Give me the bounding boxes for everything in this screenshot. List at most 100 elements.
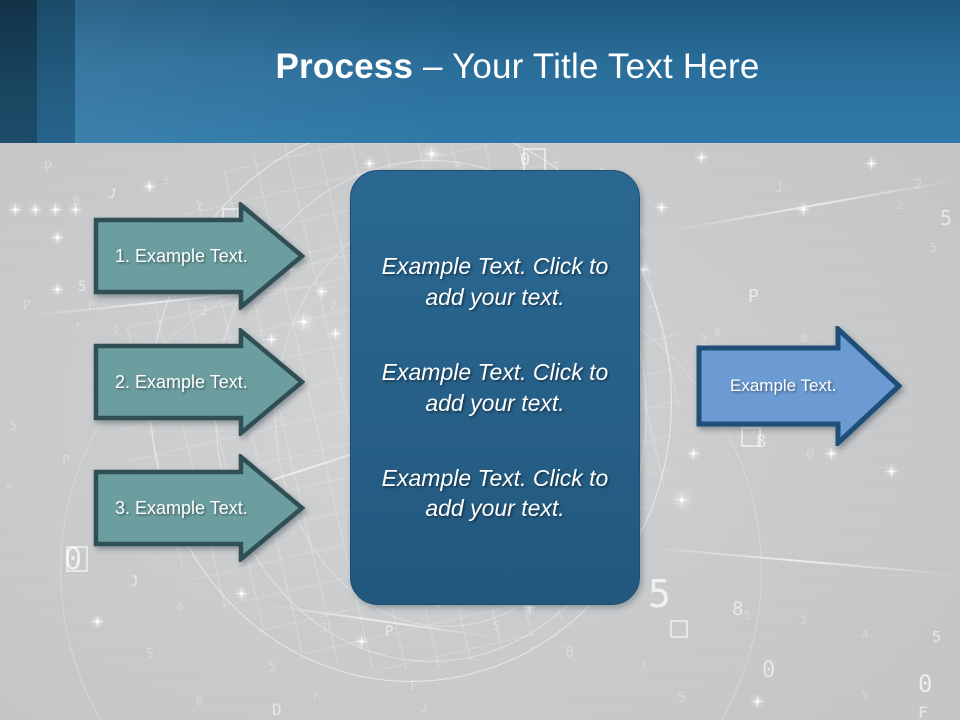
background-spark <box>883 463 900 480</box>
input-arrow-1-label: 1. Example Text. <box>115 245 248 266</box>
background-glyph: D <box>272 700 282 719</box>
background-glyph: J <box>420 701 428 715</box>
background-glyph: 5 <box>862 689 869 702</box>
background-glyph: a <box>176 599 184 613</box>
header-accent-band-mid <box>37 0 75 143</box>
arrow-right-shape-icon <box>93 328 305 436</box>
background-glyph: 8 <box>565 643 575 661</box>
background-glyph: 0 <box>806 447 815 463</box>
background-glyph: 0 <box>64 542 83 577</box>
background-spark <box>353 633 370 650</box>
background-spark <box>89 613 106 630</box>
center-box-paragraph-3: Example Text. Click to add your text. <box>381 464 609 522</box>
background-glyph: 5 <box>10 419 18 433</box>
background-spark <box>685 445 702 462</box>
arrow-right-shape-icon <box>93 202 305 310</box>
background-glyph: r <box>312 689 320 703</box>
slide-header: Process – Your Title Text Here <box>0 0 960 143</box>
background-spark <box>653 199 670 216</box>
background-glyph: 8 <box>756 432 767 452</box>
page-title-strong: Process <box>275 47 414 86</box>
background-spark <box>49 229 66 246</box>
background-glyph: 2 <box>200 304 208 319</box>
background-glyph: 0 <box>762 658 776 683</box>
background-glyph: 2 <box>113 324 120 337</box>
arrow-right-shape-icon <box>696 326 902 446</box>
background-glyph: 0 <box>520 150 531 170</box>
output-arrow-label: Example Text. <box>730 376 837 395</box>
center-box-paragraph-2: Example Text. Click to add your text. <box>381 359 609 416</box>
background-glyph: 5 <box>146 647 154 662</box>
background-glyph: P <box>62 454 70 469</box>
background-glyph: r <box>75 319 83 333</box>
background-glyph: 8 <box>732 598 744 620</box>
background-glyph: P <box>42 157 55 177</box>
background-spark <box>49 281 66 298</box>
background-spark <box>823 445 840 462</box>
background-glyph: 5 <box>940 206 953 230</box>
background-glyph: a <box>5 479 12 492</box>
header-accent-band-dark <box>0 0 37 143</box>
background-spark <box>521 599 538 616</box>
background-spark <box>863 155 880 172</box>
background-spark <box>27 201 44 218</box>
background-glyph: 0 <box>918 670 933 698</box>
background-glyph: J <box>130 574 139 590</box>
background-glyph: 5 <box>648 572 671 616</box>
background-glyph: 5 <box>744 609 751 622</box>
background-glyph: J <box>800 614 807 627</box>
background-spark <box>795 201 812 218</box>
background-glyph: J <box>640 659 647 672</box>
background-glyph: P <box>748 286 759 307</box>
background-spark <box>635 261 652 278</box>
background-glyph: 0 <box>73 194 81 208</box>
center-box-paragraph-1: Example Text. Click to add your text. <box>381 253 609 310</box>
background-glyph: 5 <box>493 619 501 633</box>
background-glyph: 0 <box>800 331 808 345</box>
background-glyph: P <box>385 624 394 640</box>
input-arrow-2-label: 2. Example Text. <box>115 371 248 392</box>
background-glyph: 5 <box>78 279 87 295</box>
background-glyph: 8 <box>196 694 204 708</box>
background-spark <box>141 178 158 195</box>
background-glyph: F <box>410 679 418 694</box>
background-glyph: P <box>23 299 31 314</box>
background-glyph: 2 <box>896 199 903 212</box>
background-spark <box>313 283 330 300</box>
background-glyph: 5 <box>163 174 170 187</box>
background-glyph: a <box>862 627 869 640</box>
background-glyph: 5 <box>678 691 686 706</box>
background-spark <box>295 313 312 330</box>
background-glyph: 2 <box>196 199 204 213</box>
background-spark <box>233 585 250 602</box>
background-glyph: 8 <box>714 326 721 339</box>
background-spark <box>673 491 690 508</box>
input-arrow-2[interactable]: 2. Example Text. <box>93 328 305 436</box>
background-glyph: 2 <box>700 334 708 349</box>
background-spark <box>361 155 378 172</box>
background-spark <box>693 149 710 166</box>
output-arrow[interactable]: Example Text. <box>696 326 902 446</box>
input-arrow-3[interactable]: 3. Example Text. <box>93 454 305 562</box>
background-glyph: 5 <box>930 241 938 255</box>
background-spark <box>7 201 24 218</box>
background-spark <box>423 145 440 162</box>
input-arrow-1[interactable]: 1. Example Text. <box>93 202 305 310</box>
background-chip <box>66 546 88 572</box>
background-spark <box>327 325 344 342</box>
process-center-box[interactable]: Example Text. Click to add your text. Ex… <box>350 170 640 605</box>
header-sheen <box>75 0 960 143</box>
arrow-right-shape-icon <box>93 454 305 562</box>
background-glyph: 5 <box>268 659 277 675</box>
background-glyph: 5 <box>932 628 942 646</box>
background-spark <box>47 201 64 218</box>
background-spark <box>283 261 300 278</box>
background-spark <box>67 201 84 218</box>
background-glyph: J <box>775 181 783 196</box>
background-glyph: P <box>88 299 96 313</box>
background-glyph: a <box>455 157 462 170</box>
background-spark <box>263 331 280 348</box>
page-title: Process – Your Title Text Here <box>75 47 960 87</box>
background-chip <box>670 620 688 638</box>
